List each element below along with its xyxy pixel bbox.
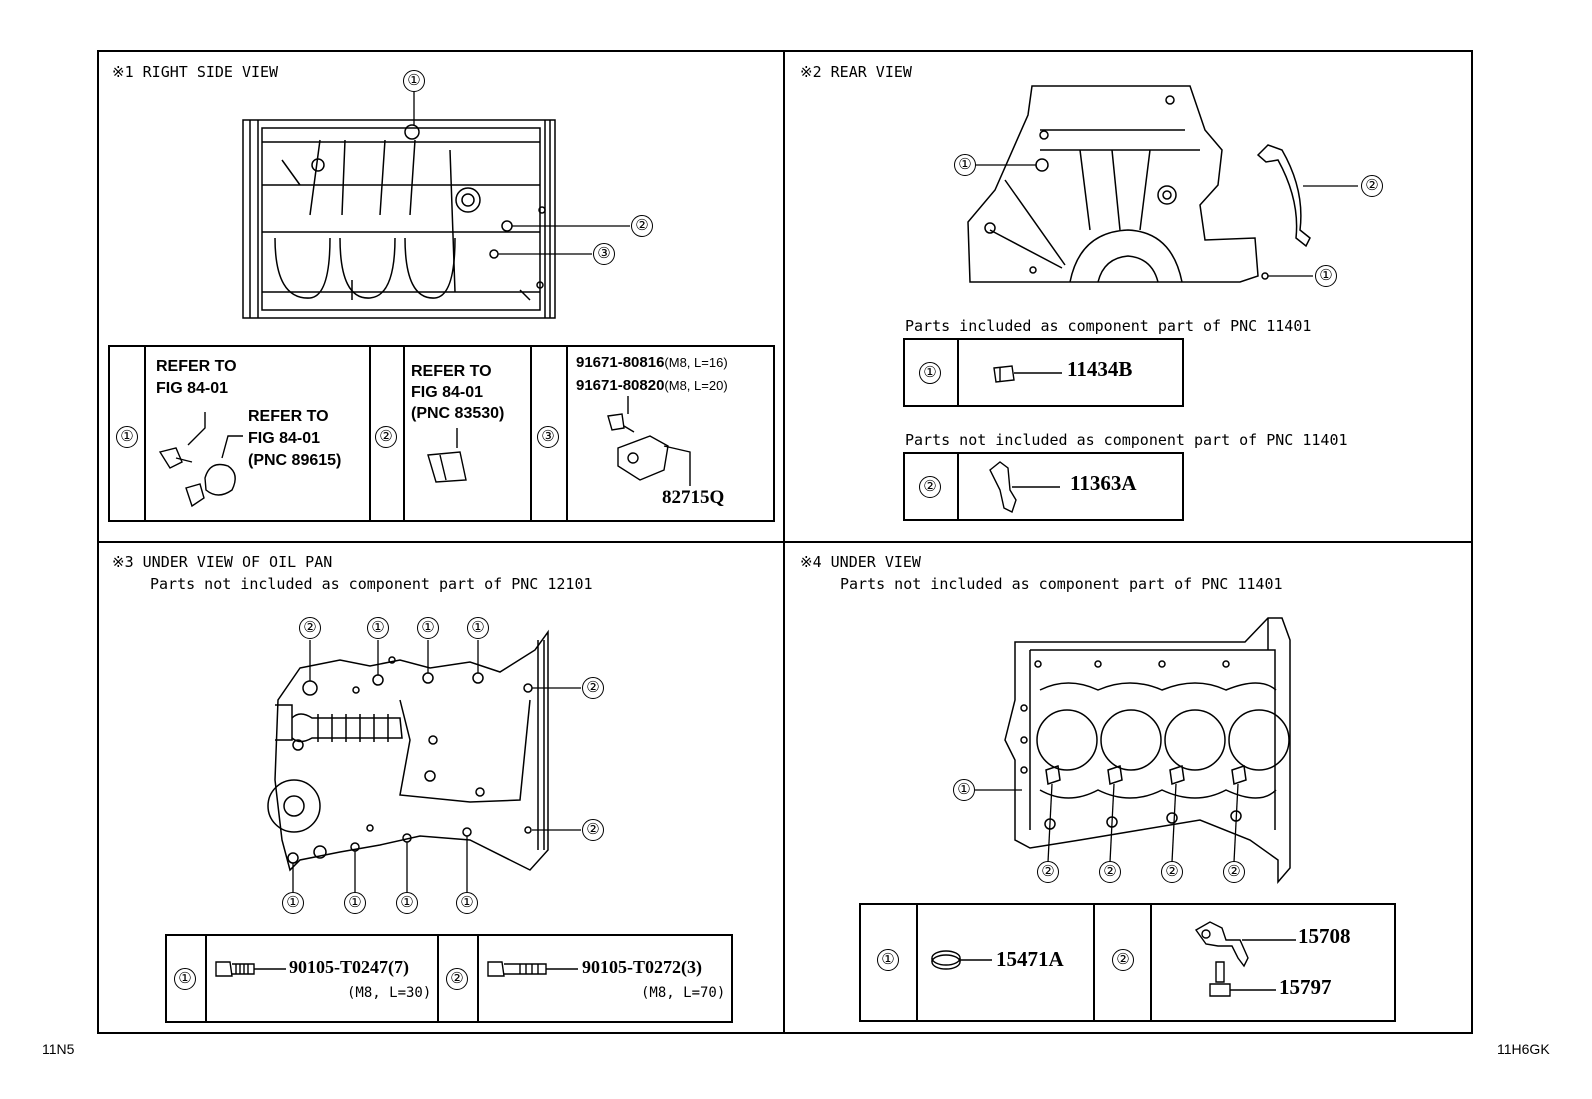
under-view-title: ※4 UNDER VIEW [800,553,921,571]
callout-2: ② [631,215,653,237]
bolt-b-number: 91671-80820(M8, L=20) [576,377,728,394]
table-divider [205,934,207,1023]
table-divider [916,903,918,1022]
under-callout-1: ① [953,779,975,801]
under-callout-2: ② [1161,861,1183,883]
oil-pan-parts-table [165,934,733,1023]
footer-left-code: 11N5 [42,1041,75,1057]
table-divider [530,345,532,522]
table-divider [369,345,371,522]
refer-b-line2: FIG 84-01 [248,430,321,447]
table-divider [477,934,479,1023]
bolt-a-number: 91671-80816(M8, L=16) [576,354,728,371]
oil-pan-callout-2-right: ② [582,819,604,841]
bolt-90105-t0247-spec: (M8, L=30) [347,985,432,1001]
oil-pan-callout-1-bottom: ① [456,892,478,914]
table-divider [566,345,568,522]
oil-pan-callout-1-top: ① [467,617,489,639]
refer-2-line2: FIG 84-01 [411,384,484,401]
refer-a-line2: FIG 84-01 [156,380,229,397]
quadrant-under-view [783,541,1473,1034]
oil-pan-row-marker-2: ② [446,968,468,990]
table-divider [1150,903,1152,1022]
refer-b-line1: REFER TO [248,408,329,425]
bolt-90105-t0272: 90105-T0272(3) [582,957,702,977]
rear-not-included-note: Parts not included as component part of … [905,431,1348,449]
oil-pan-callout-1-top: ① [367,617,389,639]
refer-2-line1: REFER TO [411,363,492,380]
part-11434b: 11434B [1067,357,1133,381]
oil-pan-callout-1-bottom: ① [344,892,366,914]
refer-2-line3: (PNC 83530) [411,405,505,422]
oil-pan-title: ※3 UNDER VIEW OF OIL PAN [112,553,333,571]
footer-right-code: 11H6GK [1497,1041,1550,1057]
part-11363a: 11363A [1070,471,1137,495]
oil-pan-callout-1-bottom: ① [282,892,304,914]
under-callout-2: ② [1037,861,1059,883]
under-view-note: Parts not included as component part of … [840,575,1283,593]
table-divider [403,345,405,522]
oil-pan-callout-1-top: ① [417,617,439,639]
rear-row-marker-2: ② [919,476,941,498]
oil-pan-callout-1-bottom: ① [396,892,418,914]
rear-callout-2: ② [1361,175,1383,197]
oil-pan-row-marker-1: ① [174,968,196,990]
oil-pan-note: Parts not included as component part of … [150,575,593,593]
right-side-parts-table [108,345,775,522]
rear-row-marker-1: ① [919,362,941,384]
rear-included-table [903,338,1184,407]
refer-b-line3: (PNC 89615) [248,452,342,469]
under-view-parts-table [859,903,1396,1022]
row-marker-3: ③ [537,426,559,448]
table-divider [957,452,959,521]
part-15708: 15708 [1298,924,1351,948]
part-15471a: 15471A [996,947,1064,971]
table-divider [437,934,439,1023]
part-15797: 15797 [1279,975,1332,999]
bolt-90105-t0247: 90105-T0247(7) [289,957,409,977]
rear-not-included-table [903,452,1184,521]
right-side-view-title: ※1 RIGHT SIDE VIEW [112,63,279,81]
rear-view-title: ※2 REAR VIEW [800,63,912,81]
under-row-marker-1: ① [877,949,899,971]
row-marker-1: ① [116,426,138,448]
under-callout-2: ② [1099,861,1121,883]
oil-pan-callout-2-top: ② [299,617,321,639]
callout-1: ① [403,70,425,92]
callout-3: ③ [593,243,615,265]
row-marker-2: ② [375,426,397,448]
rear-callout-1b: ① [1315,265,1337,287]
oil-pan-callout-2-right: ② [582,677,604,699]
table-divider [1093,903,1095,1022]
under-row-marker-2: ② [1112,949,1134,971]
bolt-90105-t0272-spec: (M8, L=70) [641,985,726,1001]
rear-callout-1: ① [954,154,976,176]
rear-included-note: Parts included as component part of PNC … [905,317,1312,335]
bracket-part-number: 82715Q [662,487,725,508]
table-divider [957,338,959,407]
under-callout-2: ② [1223,861,1245,883]
refer-a-line1: REFER TO [156,358,237,375]
table-divider [144,345,146,522]
